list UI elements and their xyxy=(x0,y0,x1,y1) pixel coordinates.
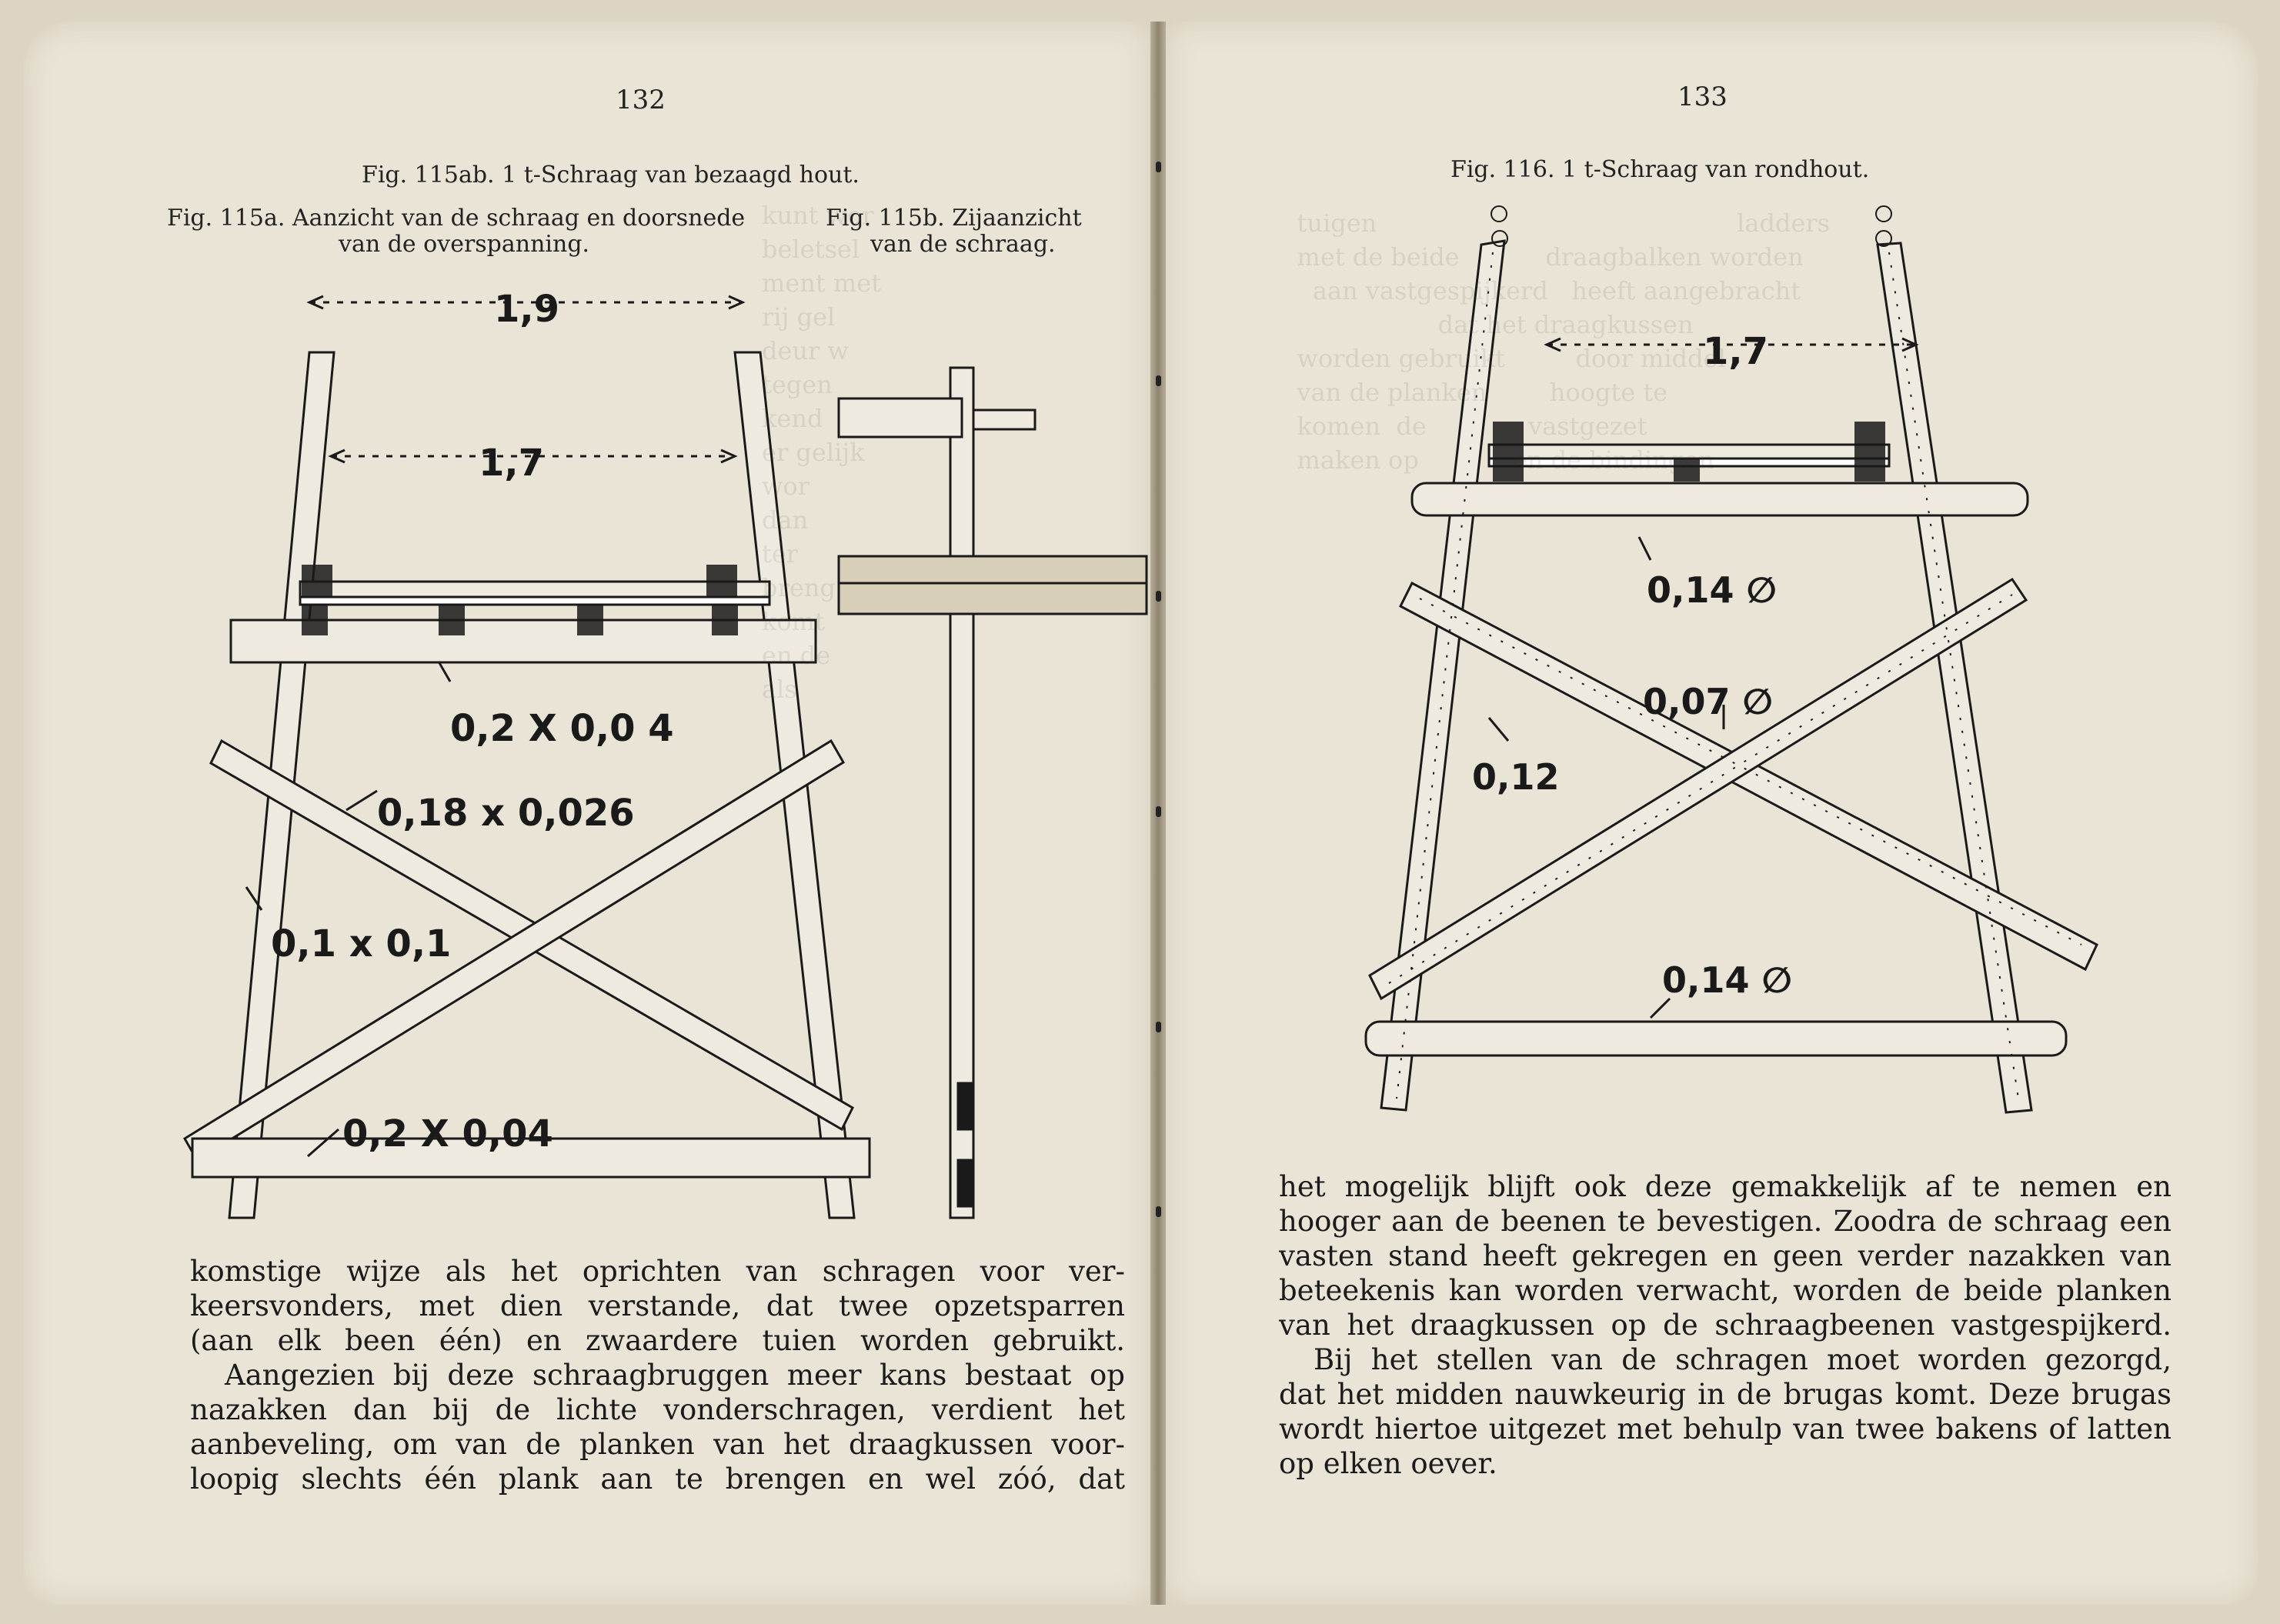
caption-115b-line2: van de schraag. xyxy=(870,231,1056,258)
text-line: Bij het stellen van de schragen moet wor… xyxy=(1314,1343,2172,1376)
binding-stitch xyxy=(1156,1206,1161,1217)
book-spread: 132 Fig. 115ab. 1 t-Schraag van bezaagd … xyxy=(23,22,2258,1605)
caption-115b-line1: Fig. 115b. Zijaanzicht xyxy=(826,205,1082,232)
text-line: loopig slechts één plank aan te brengen … xyxy=(190,1462,1125,1496)
figure-title-115: Fig. 115ab. 1 t-Schraag van bezaagd hout… xyxy=(362,162,860,188)
label-brace: 0,18 x 0,026 xyxy=(377,792,635,835)
dimension-lines xyxy=(245,295,746,1158)
label-beam-bottom: 0,2 X 0,04 xyxy=(342,1112,553,1155)
left-leg xyxy=(1380,239,1506,1112)
text-line: wordt hiertoe uitgezet met behulp van tw… xyxy=(1279,1412,2172,1446)
binding-stitch xyxy=(1156,162,1161,172)
text-line: keersvonders, met dien verstande, dat tw… xyxy=(190,1289,1125,1322)
binding-stitch xyxy=(1156,806,1161,817)
label-beam-top: 0,2 X 0,0 4 xyxy=(450,707,674,750)
page-number-right: 133 xyxy=(1677,82,1728,112)
dim-label-1-9: 1,9 xyxy=(494,288,559,331)
beam-hatching xyxy=(302,565,738,635)
text-line: het mogelijk blijft ook deze gemakkelijk… xyxy=(1279,1170,2172,1203)
text-line: nazakken dan bij de lichte vonderschrage… xyxy=(190,1393,1125,1426)
label-beam-top: 0,14 ∅ xyxy=(1647,569,1777,611)
label-leg: 0,1 x 0,1 xyxy=(271,922,451,965)
dim-label-1-7: 1,7 xyxy=(1703,330,1768,373)
bottom-beam xyxy=(1364,1020,2068,1057)
caption-115a-line1: Fig. 115a. Aanzicht van de schraag en do… xyxy=(167,205,746,232)
deck-plank xyxy=(299,580,771,599)
label-leg: 0,12 xyxy=(1472,756,1560,798)
right-body-text: het mogelijk blijft ook deze gemakkelijk… xyxy=(1279,1169,2172,1481)
figure-115a-diagram: 1,9 1,7 0,2 X 0,0 4 0,18 x 0,026 0,1 x 0… xyxy=(182,288,871,1219)
text-line: aanbeveling, om van de planken van het d… xyxy=(190,1428,1125,1461)
figure-title-116: Fig. 116. 1 t-Schraag van rondhout. xyxy=(1450,156,1870,183)
caption-115a-line2: van de overspanning. xyxy=(339,231,590,258)
left-body-text: komstige wijze als het oprichten van sch… xyxy=(190,1254,1125,1496)
bottom-beam xyxy=(191,1137,871,1179)
dimension-lines xyxy=(1487,337,1919,1019)
label-beam-bottom: 0,14 ∅ xyxy=(1662,959,1792,1001)
dim-label-1-7: 1,7 xyxy=(479,442,544,485)
text-line: hooger aan de beenen te bevestigen. Zood… xyxy=(1279,1205,2172,1238)
text-line: komstige wijze als het oprichten van sch… xyxy=(190,1255,1125,1288)
page-number-left: 132 xyxy=(616,85,666,115)
binding-stitch xyxy=(1156,591,1161,602)
text-line: beteekenis kan worden verwacht, worden d… xyxy=(1279,1274,2172,1307)
right-page: 133 Fig. 116. 1 t-Schraag van rondhout. xyxy=(1166,22,2258,1605)
bark-texture xyxy=(1388,205,2082,1099)
left-page: 132 Fig. 115ab. 1 t-Schraag van bezaagd … xyxy=(23,22,1150,1605)
binding-stitch xyxy=(1156,375,1161,386)
text-line: vasten stand heeft gekregen en geen verd… xyxy=(1279,1239,2172,1272)
binding-stitch xyxy=(1156,1022,1161,1032)
text-line: Aangezien bij deze schraagbruggen meer k… xyxy=(225,1359,1125,1392)
text-line: dat het midden nauwkeurig in de brugas k… xyxy=(1279,1378,2172,1411)
text-line: (aan elk been één) en zwaardere tuien wo… xyxy=(190,1324,1125,1357)
top-beam xyxy=(1410,482,2029,517)
figure-115b-diagram xyxy=(837,366,1148,1219)
text-line: op elken oever. xyxy=(1279,1447,1497,1480)
show-through-text-right: tuigen ladders met de beide draagbalken … xyxy=(1297,208,1831,475)
show-through-text-left: kunt wor beletsel ment met rij gel deur … xyxy=(762,201,882,704)
label-brace: 0,07 ∅ xyxy=(1643,681,1773,722)
brace-1 xyxy=(1399,581,2098,972)
beam-hatching xyxy=(1493,422,1885,482)
figure-116-diagram: 1,7 0,14 ∅ 0,07 ∅ 0,12 0,14 ∅ xyxy=(1364,205,2098,1114)
text-line: van het draagkussen op de schraagbeenen … xyxy=(1279,1309,2172,1342)
